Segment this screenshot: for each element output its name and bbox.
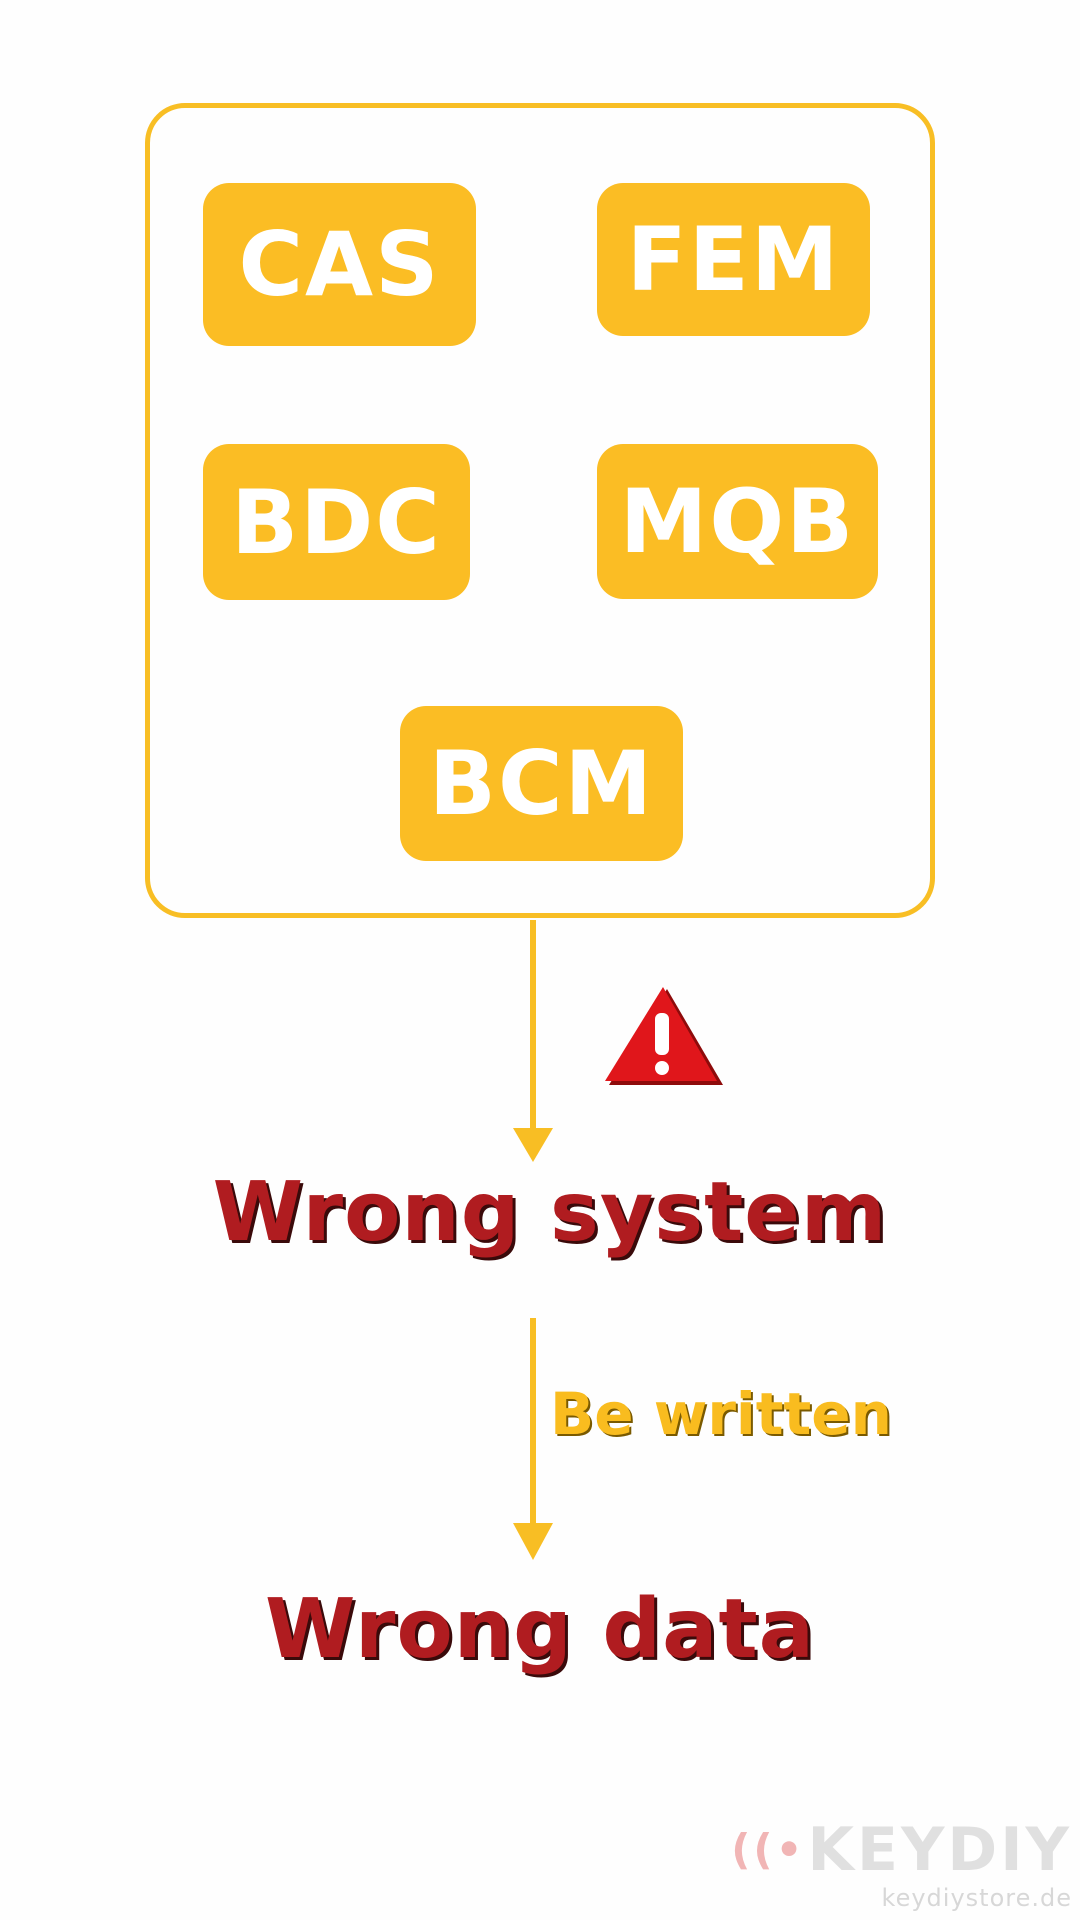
- brand-name: KEYDIY: [807, 1815, 1072, 1885]
- brand-watermark: ((• KEYDIY keydiystore.de: [731, 1820, 1072, 1912]
- wrong-system-label: Wrong system: [212, 1165, 888, 1260]
- arrow-to-wrong-data: [513, 1318, 553, 1560]
- arrow-to-wrong-system: [513, 920, 553, 1162]
- system-chip-bcm: BCM: [400, 706, 683, 861]
- system-chip-bdc: BDC: [203, 444, 470, 600]
- brand-url: keydiystore.de: [881, 1884, 1072, 1912]
- signal-icon: ((•: [731, 1825, 806, 1874]
- system-chip-mqb: MQB: [597, 444, 878, 599]
- system-chip-cas: CAS: [203, 183, 476, 346]
- warning-triangle-icon: [605, 987, 723, 1085]
- systems-group-frame: [145, 103, 935, 918]
- system-chip-fem: FEM: [597, 183, 870, 336]
- brand-logo: ((• KEYDIY: [731, 1820, 1072, 1880]
- be-written-label: Be written: [550, 1380, 892, 1448]
- wrong-data-label: Wrong data: [265, 1582, 815, 1677]
